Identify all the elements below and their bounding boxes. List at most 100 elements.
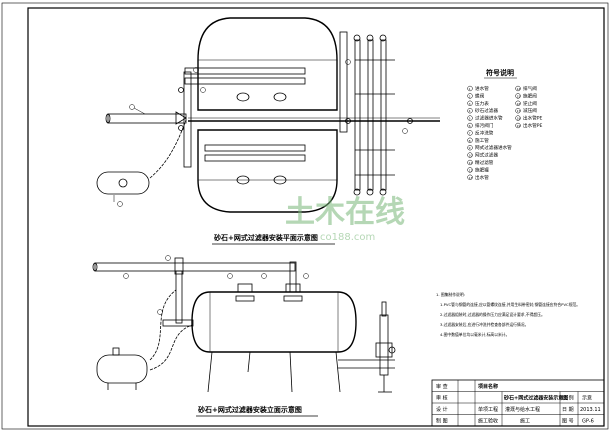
tb-scale-value: 示意 — [582, 395, 592, 402]
manhole-left-top — [236, 92, 250, 102]
legend-item-label-11: 精过滤管 — [475, 159, 494, 166]
legend-item-r-marker-15 — [515, 93, 521, 99]
watermark: 土木在线 co188.com — [285, 195, 405, 243]
watermark-sub: co188.com — [320, 232, 375, 243]
note-line-2: 2.过滤器组装时,过滤器的操作压力应满足设计要求,不得超压。 — [440, 312, 545, 317]
tb-review: 审 查 — [436, 383, 448, 390]
legend-item-marker-5 — [467, 115, 473, 121]
legend-item-r-label-18: 出水管PE — [523, 115, 543, 122]
legend-item-number-9: 9 — [469, 146, 471, 150]
legend-item-marker-11 — [467, 159, 473, 166]
legend-item-marker-4 — [467, 108, 473, 114]
tb-date-value: 2013.11 — [580, 407, 601, 413]
legend-item-r-number-17: 17 — [517, 109, 521, 113]
legend-item-number-3: 3 — [469, 102, 471, 106]
tb-acceptance-value: 施工 — [520, 418, 530, 425]
notes: 1. 图集制作说明: 1.PVC管与钢管的连接,应以管螺纹连接,并用生料带密封;钢… — [436, 292, 580, 337]
fertilizer-tank-plan — [96, 171, 150, 195]
legend-item-marker-12 — [467, 167, 473, 173]
legend-item-r-number-19: 19 — [517, 124, 521, 128]
tb-date-label: 日 期 — [562, 407, 574, 413]
legend-item-r-number-16: 16 — [517, 102, 521, 106]
legend-item-r-marker-19 — [515, 122, 521, 129]
inner-border — [27, 7, 605, 427]
legend-item-marker-2 — [467, 93, 473, 99]
manifold-left — [183, 71, 192, 168]
plan-view: 砂石+网式过滤器安装平面示意图 — [96, 17, 440, 245]
note-line-4: 4.图中数值单位均以毫米计,标高以米计。 — [440, 332, 509, 337]
legend-item-r-label-14: 排气阀 — [523, 85, 537, 92]
elev-header-pipe — [94, 262, 296, 272]
legend-item-r-label-15: 施肥阀 — [523, 92, 537, 99]
legend-item-marker-8 — [467, 137, 473, 143]
legend-item-label-6: 排污阀门 — [475, 122, 494, 129]
tb-drawing-name: 砂石+网式过滤器安装示意图 — [504, 395, 568, 402]
elevation-view-title: 砂石+网式过滤器安装立面示意图 — [198, 405, 302, 414]
legend-item-number-12: 12 — [469, 168, 473, 172]
legend-item-number-1: 1 — [469, 87, 471, 91]
inlet-header-top — [184, 67, 306, 75]
legend-item-r-marker-14 — [515, 85, 521, 92]
legend-item-number-4: 4 — [469, 109, 471, 113]
manhole-right-bottom — [273, 175, 287, 185]
outlet-header-top — [204, 144, 306, 152]
mesh-filter-pipe-3 — [380, 39, 387, 191]
sand-filter-tank-bottom — [197, 129, 338, 213]
tb-check: 审 核 — [436, 395, 448, 402]
legend-item-label-2: 蝶阀 — [475, 92, 485, 99]
legend-item-marker-13 — [467, 174, 473, 180]
legend-item-r-number-15: 15 — [517, 94, 521, 98]
legend-item-label-7: 反冲洗管 — [475, 129, 494, 136]
legend-item-r-label-16: 逆止阀 — [523, 100, 537, 107]
inlet-header-mid — [184, 77, 306, 85]
note-line-1: 1.PVC管与钢管的连接,应以管螺纹连接,并用生料带密封;钢管连接应符合PVC规… — [440, 302, 580, 307]
fertilizer-hose-plan — [149, 119, 187, 179]
manhole-left-bottom — [236, 175, 250, 185]
fertilizer-tank-elevation — [96, 354, 148, 384]
legend-item-number-2: 2 — [469, 94, 471, 98]
legend-item-r-marker-18 — [515, 115, 521, 121]
tb-drawing-no-value: GP-6 — [582, 419, 594, 425]
tb-scale-label: 比 例 — [562, 395, 574, 402]
legend-item-marker-3 — [467, 100, 473, 106]
legend-item-r-marker-16 — [515, 100, 521, 106]
legend-item-marker-10 — [467, 152, 473, 158]
plan-view-title: 砂石+网式过滤器安装平面示意图 — [214, 233, 318, 242]
legend-item-marker-1 — [467, 85, 473, 92]
legend-item-number-13: 13 — [469, 176, 473, 180]
note-line-0: 1. 图集制作说明: — [436, 292, 465, 297]
legend-item-number-11: 11 — [469, 161, 473, 165]
legend-item-number-6: 6 — [469, 124, 471, 128]
legend-title: 符号说明 — [486, 68, 514, 77]
elev-outlet-riser — [379, 314, 389, 376]
legend-item-marker-7 — [467, 130, 473, 136]
manifold-right — [339, 31, 348, 133]
tb-project-name-label: 项目名称 — [478, 383, 498, 390]
legend-item-label-10: 网式过滤器 — [475, 152, 498, 159]
legend-item-r-label-19: 出水管PE — [523, 122, 543, 129]
tb-design: 设 计 — [436, 406, 448, 413]
fertilizer-hose-elevation-1 — [149, 289, 177, 361]
legend-item-r-number-18: 18 — [517, 117, 521, 121]
mesh-filter-pipe-2 — [367, 39, 374, 191]
legend-item-number-5: 5 — [469, 117, 471, 121]
fertilizer-hose-elevation-2 — [149, 324, 193, 371]
title-block: 审 查 项目名称 审 核 砂石+网式过滤器安装示意图 比 例 示意 设 计 单项… — [431, 379, 605, 427]
tb-subproject-label: 单项工程 — [478, 406, 498, 413]
legend-item-label-4: 砂石过滤器 — [475, 107, 498, 114]
legend-item-marker-9 — [467, 145, 473, 151]
legend-item-r-number-14: 14 — [517, 87, 521, 91]
legend-item-r-label-17: 减压阀 — [523, 107, 537, 114]
legend-item-marker-6 — [467, 122, 473, 129]
legend-item-number-7: 7 — [469, 131, 471, 135]
legend-item-label-5: 过滤器进水管 — [475, 115, 503, 122]
legend-item-number-10: 10 — [469, 154, 473, 158]
legend-item-label-1: 进水管 — [475, 85, 489, 92]
legend-item-label-3: 压力表 — [475, 100, 489, 107]
legend-item-label-9: 网式过滤器进水管 — [475, 144, 512, 151]
tb-drawing-no-label: 图 号 — [562, 419, 574, 425]
sand-filter-tank-elevation — [191, 291, 357, 353]
inlet-pipe — [107, 113, 187, 124]
